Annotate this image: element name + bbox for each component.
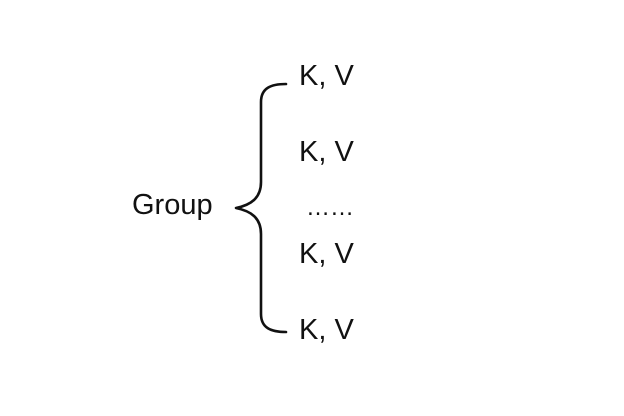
group-label: Group: [132, 189, 213, 221]
key-value-item-3: K, V: [299, 238, 354, 270]
key-value-item-4: K, V: [299, 314, 354, 346]
key-value-item-2: K, V: [299, 136, 354, 168]
ellipsis: ……: [306, 194, 354, 221]
key-value-item-1: K, V: [299, 60, 354, 92]
